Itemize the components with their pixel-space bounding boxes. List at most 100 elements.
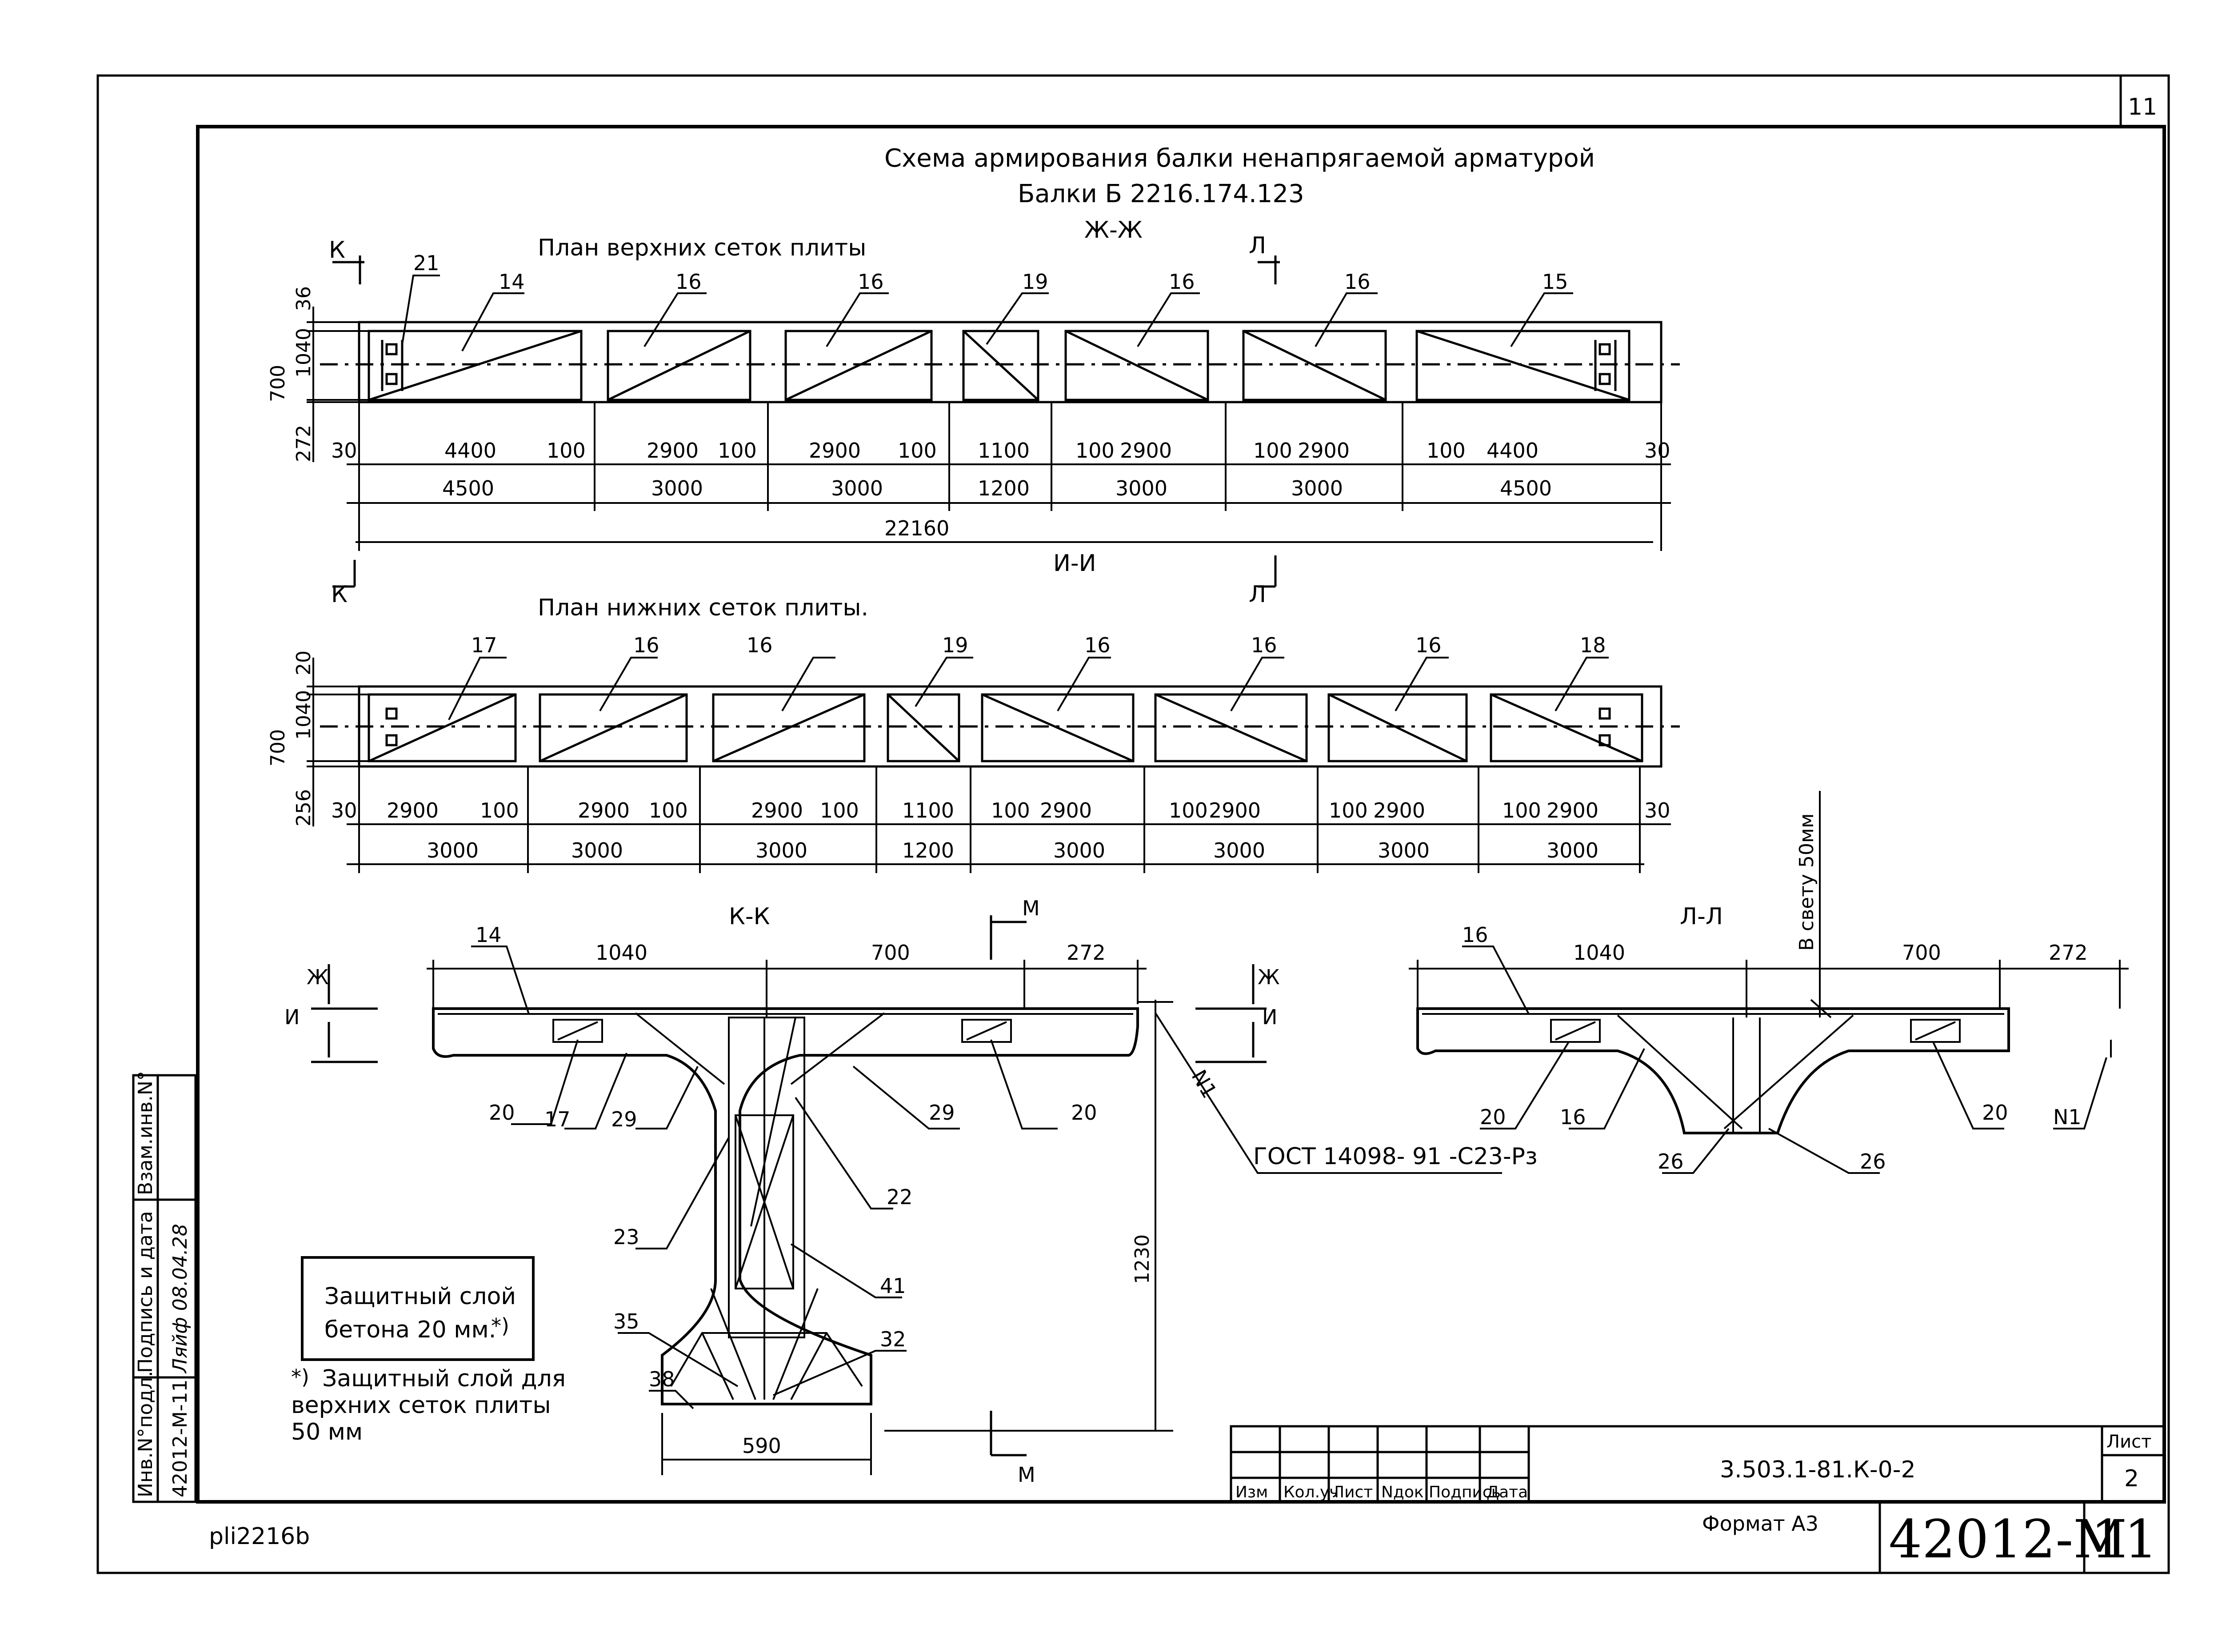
section-l-outline bbox=[1416, 1007, 2010, 1134]
top-callout-14: 14 bbox=[499, 270, 525, 294]
bottom-plan-row1-values: 30 2900 100 2900 100 2900 100 1100 100 2… bbox=[331, 798, 1670, 822]
tb-col-data: Дата bbox=[1487, 1483, 1528, 1501]
sheet-frame bbox=[96, 74, 2170, 1574]
k-callout-20-left: 20 bbox=[489, 1101, 515, 1125]
section-l-reinforcement bbox=[1422, 1013, 2112, 1133]
top-height-272: 272 bbox=[292, 425, 315, 462]
l-dim-1040: 1040 bbox=[1573, 941, 1625, 965]
bot-r1-6: 100 bbox=[820, 798, 859, 822]
top-r1-7: 1100 bbox=[978, 439, 1030, 463]
top-r2-0: 4500 bbox=[442, 476, 494, 500]
plan-bottom-title: План нижних сеток плиты. bbox=[538, 595, 868, 621]
k-gost-note: ГОСТ 14098- 91 -С23-Рз bbox=[1253, 1143, 1538, 1170]
top-r1-6: 100 bbox=[898, 439, 937, 463]
top-r1-13: 4400 bbox=[1487, 439, 1539, 463]
top-height-36: 36 bbox=[292, 286, 315, 311]
top-r2-1: 3000 bbox=[651, 476, 703, 500]
marker-k-top: К bbox=[329, 237, 345, 263]
k-marker-zh-right: Ж bbox=[1258, 965, 1280, 989]
bot-r2-4: 3000 bbox=[1053, 838, 1105, 862]
k-dim-590: 590 bbox=[742, 1434, 781, 1458]
plan-top-title: План верхних сеток плиты bbox=[538, 235, 866, 261]
bot-r2-1: 3000 bbox=[571, 838, 623, 862]
top-plan-row1-values: 30 4400 100 2900 100 2900 100 1100 100 2… bbox=[331, 439, 1670, 463]
bot-r1-1: 2900 bbox=[387, 798, 439, 822]
bottom-callout-16e: 16 bbox=[1415, 633, 1442, 657]
k-marker-m-bottom: М bbox=[1018, 1463, 1035, 1487]
bot-r1-8: 100 bbox=[991, 798, 1030, 822]
bot-r1-0: 30 bbox=[331, 798, 357, 822]
drawing-title: Схема армирования балки ненапрягаемой ар… bbox=[884, 144, 1595, 173]
bot-r1-7: 1100 bbox=[902, 798, 954, 822]
marker-k-bottom: К bbox=[331, 581, 348, 608]
bottom-callout-19: 19 bbox=[942, 633, 968, 657]
section-k-dims bbox=[427, 960, 1173, 1475]
top-callout-16c: 16 bbox=[1169, 270, 1195, 294]
cover-note-star: *) bbox=[491, 1314, 509, 1338]
bot-r1-15: 2900 bbox=[1547, 798, 1599, 822]
k-callout-23: 23 bbox=[613, 1225, 639, 1249]
bottom-plan-height-dim-line bbox=[307, 658, 369, 826]
k-marker-i-left: И bbox=[284, 1005, 300, 1029]
bot-r1-9: 2900 bbox=[1040, 798, 1092, 822]
bot-r1-3: 2900 bbox=[578, 798, 630, 822]
k-callout-32: 32 bbox=[880, 1327, 906, 1351]
bot-r1-11: 2900 bbox=[1209, 798, 1261, 822]
bottom-height-700: 700 bbox=[267, 729, 289, 766]
bottom-callout-16d: 16 bbox=[1251, 633, 1277, 657]
bottom-height-256: 256 bbox=[292, 789, 315, 826]
top-plan-height-dim-line bbox=[307, 307, 369, 462]
bot-r1-5: 2900 bbox=[751, 798, 803, 822]
l-callout-16-bottom: 16 bbox=[1560, 1105, 1586, 1129]
side-stamp-sign-label: Подпись и дата bbox=[134, 1211, 157, 1373]
side-stamp-sign-value: Ляйф 08.04.28 bbox=[169, 1224, 192, 1374]
bot-r2-5: 3000 bbox=[1213, 838, 1265, 862]
stamp-code-box bbox=[1878, 1502, 2086, 1573]
tb-sheet-label: Лист bbox=[2106, 1432, 2151, 1452]
k-callout-22: 22 bbox=[887, 1185, 913, 1209]
bottom-callout-16a: 16 bbox=[633, 633, 659, 657]
bottom-callout-18: 18 bbox=[1580, 633, 1606, 657]
side-stamp bbox=[132, 1074, 197, 1503]
top-plan-leaders bbox=[401, 275, 1573, 351]
top-r2-2: 3000 bbox=[831, 476, 883, 500]
top-r1-0: 30 bbox=[331, 439, 357, 463]
format-label: Формат А3 bbox=[1702, 1512, 1818, 1536]
k-dim-1040: 1040 bbox=[595, 941, 647, 965]
top-r1-14: 30 bbox=[1644, 439, 1670, 463]
l-callout-20-right: 20 bbox=[1982, 1101, 2008, 1125]
section-l-leaders bbox=[1462, 946, 2107, 1174]
title-block bbox=[1230, 1425, 2166, 1503]
footnote-line1: Защитный слой для bbox=[322, 1365, 566, 1392]
bottom-plan-small-squares bbox=[385, 707, 1611, 746]
top-callout-16d: 16 bbox=[1344, 270, 1371, 294]
top-total-22160: 22160 bbox=[884, 516, 949, 540]
section-markers-top bbox=[332, 255, 1280, 588]
tb-col-podpis: Подпись bbox=[1429, 1483, 1501, 1501]
bot-r2-2: 3000 bbox=[755, 838, 807, 862]
top-callout-21: 21 bbox=[413, 251, 440, 275]
top-plan-slab bbox=[320, 321, 1680, 403]
bottom-callout-16c: 16 bbox=[1084, 633, 1111, 657]
top-plan-row2-values: 4500 3000 3000 1200 3000 3000 4500 bbox=[442, 476, 1552, 500]
section-l-dims bbox=[1409, 791, 2129, 1018]
top-callout-15: 15 bbox=[1542, 270, 1568, 294]
top-callout-16b: 16 bbox=[858, 270, 884, 294]
top-r1-10: 100 bbox=[1253, 439, 1292, 463]
bottom-height-20: 20 bbox=[292, 650, 315, 675]
bottom-plan-dim-lines bbox=[347, 766, 1671, 873]
bottom-plan-leaders bbox=[448, 657, 1609, 720]
beam-title: Балки Б 2216.174.123 bbox=[1018, 180, 1304, 208]
section-k-reinforcement bbox=[438, 1012, 1133, 1400]
top-plan-dim-lines bbox=[347, 402, 1671, 551]
bottom-plan-slab bbox=[320, 685, 1680, 768]
tb-col-list: Лист bbox=[1332, 1483, 1373, 1501]
top-callout-19: 19 bbox=[1022, 270, 1048, 294]
bot-r1-13: 2900 bbox=[1373, 798, 1425, 822]
top-r1-12: 100 bbox=[1427, 439, 1466, 463]
tb-sheet-value: 2 bbox=[2124, 1465, 2139, 1492]
l-clear-gap: В свету 50мм bbox=[1795, 814, 1818, 951]
footnote-line3: 50 мм bbox=[291, 1419, 363, 1445]
corner-sheet-number: 11 bbox=[2128, 94, 2157, 120]
